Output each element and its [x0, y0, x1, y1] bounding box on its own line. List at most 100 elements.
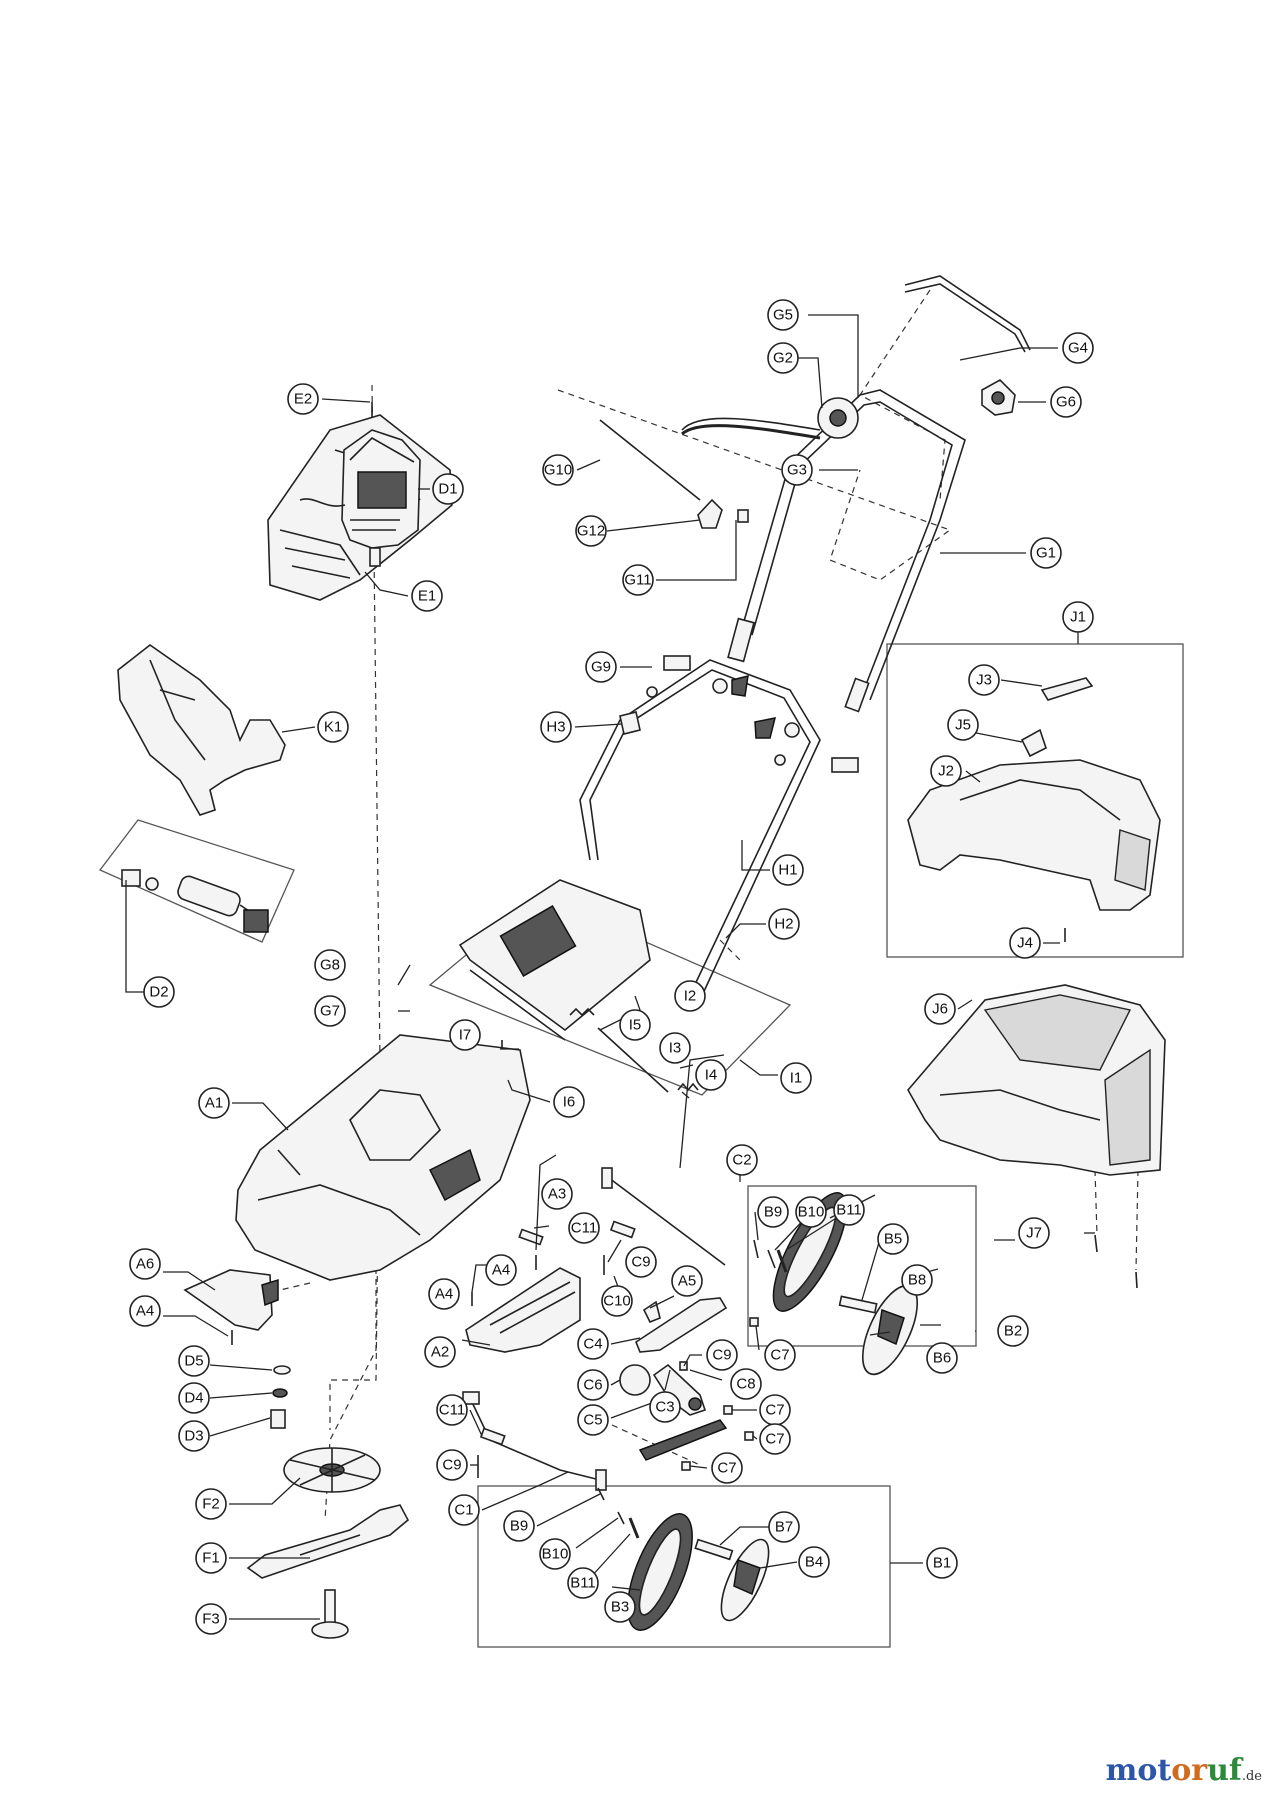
basket-screw-2-part [1135, 1271, 1138, 1289]
callout-a4-flap: A4 [428, 1278, 460, 1310]
callout-b11-front: B11 [567, 1567, 599, 1599]
callout-c4: C4 [577, 1328, 609, 1360]
callout-e2: E2 [287, 383, 319, 415]
callout-i4: I4 [695, 1059, 727, 1091]
washer-b10b-part [617, 1511, 625, 1525]
nut-c7b-part [723, 1405, 733, 1415]
callout-h2: H2 [768, 908, 800, 940]
callout-c9-mid: C9 [706, 1339, 738, 1371]
svg-text:K1: K1 [324, 719, 342, 736]
callout-b8: B8 [901, 1264, 933, 1296]
callout-c6: C6 [577, 1369, 609, 1401]
svg-text:A2: A2 [431, 1344, 449, 1361]
assembly-line-cover-handle [719, 939, 741, 961]
callout-b6: B6 [926, 1342, 958, 1374]
callout-c8: C8 [730, 1368, 762, 1400]
assembly-line-handle-right [859, 289, 946, 501]
callout-i1: I1 [780, 1062, 812, 1094]
callout-b5: B5 [877, 1223, 909, 1255]
svg-text:G2: G2 [773, 350, 793, 367]
callout-f1: F1 [195, 1542, 227, 1574]
callout-c5: C5 [577, 1404, 609, 1436]
cable-guide-part [619, 711, 641, 735]
svg-text:G11: G11 [624, 572, 651, 589]
svg-text:C7: C7 [765, 1431, 784, 1448]
svg-text:E1: E1 [418, 588, 436, 605]
svg-text:C7: C7 [770, 1347, 789, 1364]
svg-text:C11: C11 [571, 1220, 597, 1237]
front-axle-c1-part [462, 1391, 607, 1491]
svg-text:G12: G12 [577, 523, 605, 540]
callout-f2: F2 [195, 1488, 227, 1520]
svg-text:A4: A4 [136, 1303, 154, 1320]
callout-b4: B4 [798, 1546, 830, 1578]
callout-g6: G6 [1050, 386, 1082, 418]
front-wheel-b3-part [627, 1513, 693, 1631]
callout-b9-front: B9 [503, 1510, 535, 1542]
callout-d5: D5 [178, 1345, 210, 1377]
torsion-spring-part [677, 1082, 699, 1092]
callout-j7: J7 [1018, 1217, 1050, 1249]
svg-text:I2: I2 [684, 988, 697, 1005]
flap-spring-part [569, 1007, 595, 1017]
callout-g5: G5 [767, 299, 799, 331]
svg-text:C11: C11 [439, 1402, 465, 1419]
svg-text:J7: J7 [1026, 1225, 1042, 1242]
svg-text:B8: B8 [908, 1272, 926, 1289]
callout-c11-upper: C11 [568, 1212, 600, 1244]
svg-text:B10: B10 [542, 1546, 569, 1563]
svg-text:C4: C4 [583, 1336, 602, 1353]
callout-j3: J3 [968, 664, 1000, 696]
front-wheel-group-box [477, 1485, 891, 1648]
svg-text:H1: H1 [778, 862, 797, 879]
blade-part [246, 1504, 410, 1579]
rear-wheel-group-box [747, 1185, 977, 1347]
callout-d3: D3 [178, 1420, 210, 1452]
switch-box-part [681, 397, 859, 440]
svg-text:C2: C2 [732, 1152, 751, 1169]
flap-rod-part [597, 1027, 669, 1093]
svg-text:G7: G7 [320, 1003, 340, 1020]
callout-b2: B2 [997, 1315, 1029, 1347]
handle-knob-right-part [754, 717, 859, 773]
callout-b7: B7 [768, 1511, 800, 1543]
svg-text:G9: G9 [591, 659, 611, 676]
assembly-line-handle-upper [557, 389, 952, 581]
washer-b9a-part [753, 1239, 759, 1259]
svg-text:C10: C10 [603, 1293, 631, 1310]
callout-c2: C2 [726, 1144, 758, 1176]
svg-text:I1: I1 [790, 1070, 803, 1087]
callout-c9-upper: C9 [625, 1246, 657, 1278]
svg-text:G10: G10 [544, 462, 572, 479]
svg-text:H3: H3 [546, 719, 565, 736]
callout-a4-deck: A4 [485, 1254, 517, 1286]
control-rod-part [599, 419, 701, 501]
callout-b3: B3 [604, 1591, 636, 1623]
callout-c7-c: C7 [759, 1423, 791, 1455]
svg-text:B1: B1 [933, 1555, 951, 1572]
callout-g12: G12 [575, 515, 607, 547]
rear-axle-part [604, 1174, 726, 1266]
callout-g2: G2 [767, 342, 799, 374]
blade-bolt-part [311, 1589, 349, 1639]
callout-i7: I7 [449, 1019, 481, 1051]
fan-part [283, 1447, 381, 1493]
basket-screw-part [1094, 1234, 1098, 1253]
assembly-line-motor [329, 384, 381, 1430]
screw-c9b-part [679, 1361, 688, 1371]
callout-g4: G4 [1062, 332, 1094, 364]
callout-g8: G8 [314, 949, 346, 981]
svg-text:I4: I4 [705, 1067, 718, 1084]
svg-text:J4: J4 [1017, 935, 1033, 952]
handle-knob-left-part [663, 655, 749, 697]
callout-i5: I5 [619, 1009, 651, 1041]
callout-c3: C3 [649, 1391, 681, 1423]
svg-text:D1: D1 [438, 481, 457, 498]
callout-c9-lower: C9 [436, 1449, 468, 1481]
hubcap-b4-part [720, 1538, 770, 1622]
svg-text:C7: C7 [717, 1460, 736, 1477]
cable-clip-part [697, 498, 749, 529]
svg-text:B9: B9 [510, 1518, 528, 1535]
svg-text:B2: B2 [1004, 1323, 1022, 1340]
